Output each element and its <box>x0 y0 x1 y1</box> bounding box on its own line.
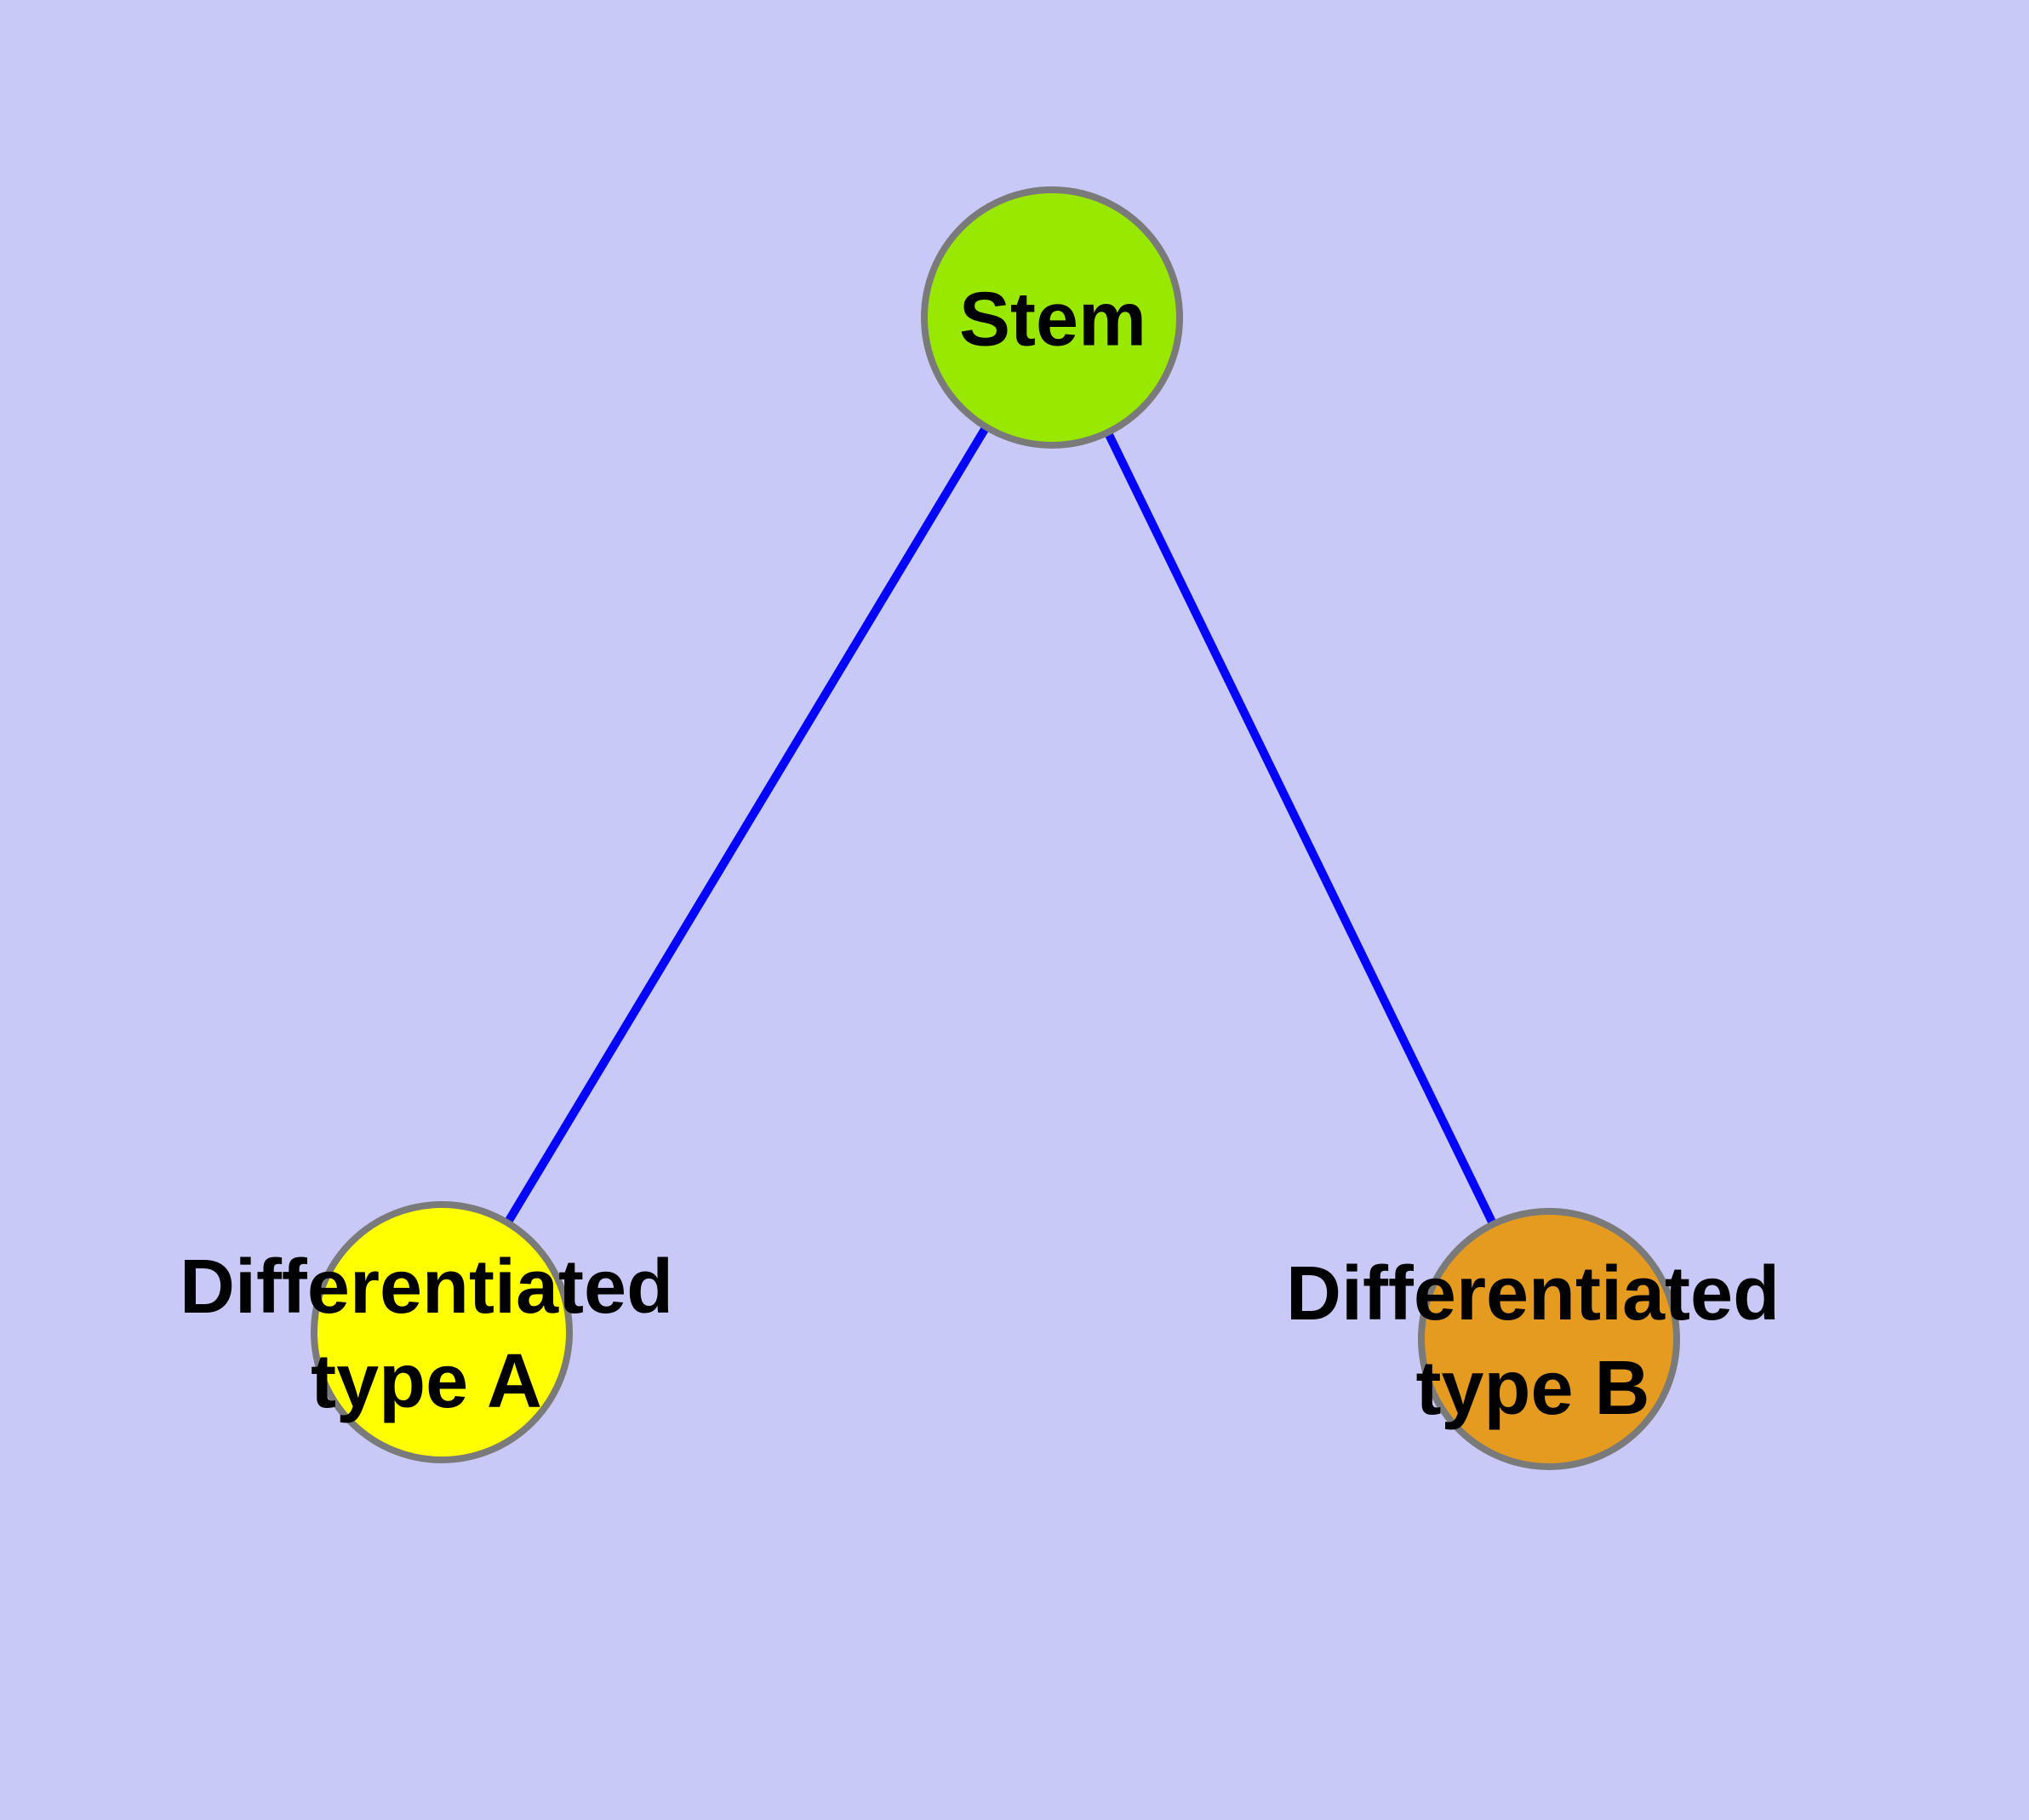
edge-stem-to-type-b <box>1048 315 1553 1342</box>
node-differentiated-type-a-label-line-2: type A <box>311 1339 542 1424</box>
node-stem-label: Stem <box>959 273 1146 368</box>
node-stem-circle <box>921 186 1183 449</box>
node-stem-label-line: Stem <box>958 277 1147 363</box>
edge-stem-to-type-a <box>437 315 1056 1335</box>
node-differentiated-type-a-label: Differentiated type A <box>180 1240 673 1429</box>
node-differentiated-type-a-circle <box>311 1201 573 1463</box>
node-differentiated-type-a-label-line-1: Differentiated <box>179 1245 674 1330</box>
node-differentiated-type-b-label-line-2: type B <box>1415 1346 1650 1431</box>
node-differentiated-type-b-label: Differentiated type B <box>1286 1247 1780 1436</box>
node-differentiated-type-b-label-line-1: Differentiated <box>1285 1251 1780 1336</box>
node-differentiated-type-b-circle <box>1418 1208 1680 1470</box>
